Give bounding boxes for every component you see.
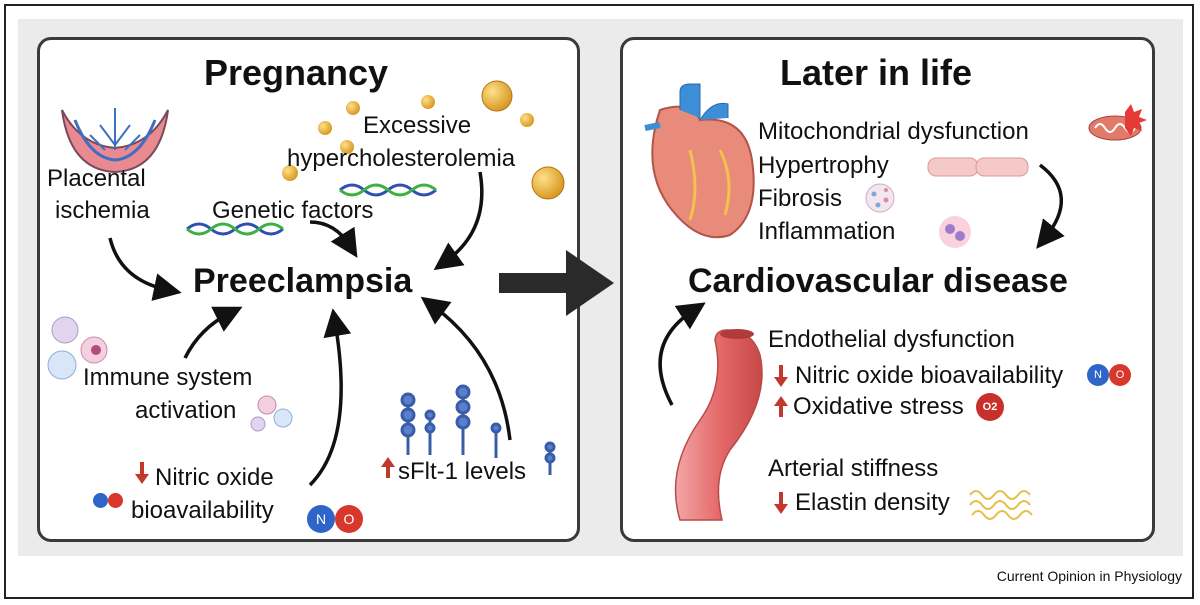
heart-icon bbox=[644, 83, 755, 239]
placental-ischemia-label-line2: ischemia bbox=[55, 197, 150, 224]
dna-icon bbox=[186, 183, 437, 236]
cardiac-item-inflammation: Inflammation bbox=[758, 218, 896, 245]
preeclampsia-label: Preeclampsia bbox=[193, 262, 413, 300]
sflt1-label: sFlt-1 levels bbox=[398, 458, 527, 485]
elastin-icon bbox=[969, 490, 1033, 520]
later-in-life-title: Later in life bbox=[780, 52, 973, 93]
arterial-item-elastin: Elastin density bbox=[795, 489, 950, 516]
cardiomyocyte-icon bbox=[927, 157, 1029, 177]
journal-credit: Current Opinion in Physiology bbox=[996, 568, 1182, 584]
mitochondria-icon bbox=[1088, 104, 1147, 141]
nitric-oxide-molecule-icon-right: N O bbox=[1087, 364, 1135, 386]
pregnancy-panel bbox=[37, 37, 580, 542]
immune-cells-icon bbox=[47, 316, 293, 432]
placenta-icon bbox=[61, 108, 169, 174]
right-panel-arrows bbox=[658, 163, 1065, 406]
transition-arrow bbox=[499, 250, 614, 316]
hypercholesterolemia-label-line2: hypercholesterolemia bbox=[287, 145, 516, 172]
pregnancy-title: Pregnancy bbox=[204, 52, 389, 93]
cholesterol-particles-icon bbox=[282, 80, 565, 200]
endothelial-item-nitric-oxide: Nitric oxide bioavailability bbox=[795, 362, 1064, 389]
increase-arrow-icon bbox=[381, 396, 788, 478]
nitric-oxide-molecule-small-icon bbox=[93, 493, 125, 509]
immune-activation-label-line1: Immune system bbox=[83, 364, 253, 391]
nitric-oxide-label-line2: bioavailability bbox=[131, 497, 274, 524]
blood-vessel-icon bbox=[674, 329, 763, 521]
cardiac-item-mitochondrial: Mitochondrial dysfunction bbox=[758, 118, 1029, 145]
sflt1-receptors-icon bbox=[400, 384, 556, 475]
genetic-factors-label: Genetic factors bbox=[212, 197, 374, 224]
cardiac-item-hypertrophy: Hypertrophy bbox=[758, 152, 889, 179]
left-panel-arrows bbox=[108, 171, 512, 487]
decrease-arrow-icon bbox=[135, 365, 788, 514]
cardiovascular-disease-label: Cardiovascular disease bbox=[688, 262, 1068, 300]
oxygen-radical-icon: O2 bbox=[976, 393, 1004, 421]
nitric-oxide-label-line1: Nitric oxide bbox=[155, 464, 274, 491]
hypercholesterolemia-label-line1: Excessive bbox=[363, 112, 472, 139]
immune-activation-label-line2: activation bbox=[135, 397, 237, 424]
fibrosis-icon bbox=[865, 183, 895, 213]
inflammation-icon bbox=[939, 216, 971, 248]
placental-ischemia-label-line1: Placental bbox=[47, 165, 146, 192]
arterial-stiffness-heading: Arterial stiffness bbox=[768, 455, 939, 482]
nitric-oxide-molecule-icon: N O bbox=[307, 505, 367, 533]
cardiac-item-fibrosis: Fibrosis bbox=[758, 185, 843, 212]
endothelial-dysfunction-heading: Endothelial dysfunction bbox=[768, 326, 1015, 353]
endothelial-item-oxidative-stress: Oxidative stress bbox=[793, 393, 964, 420]
